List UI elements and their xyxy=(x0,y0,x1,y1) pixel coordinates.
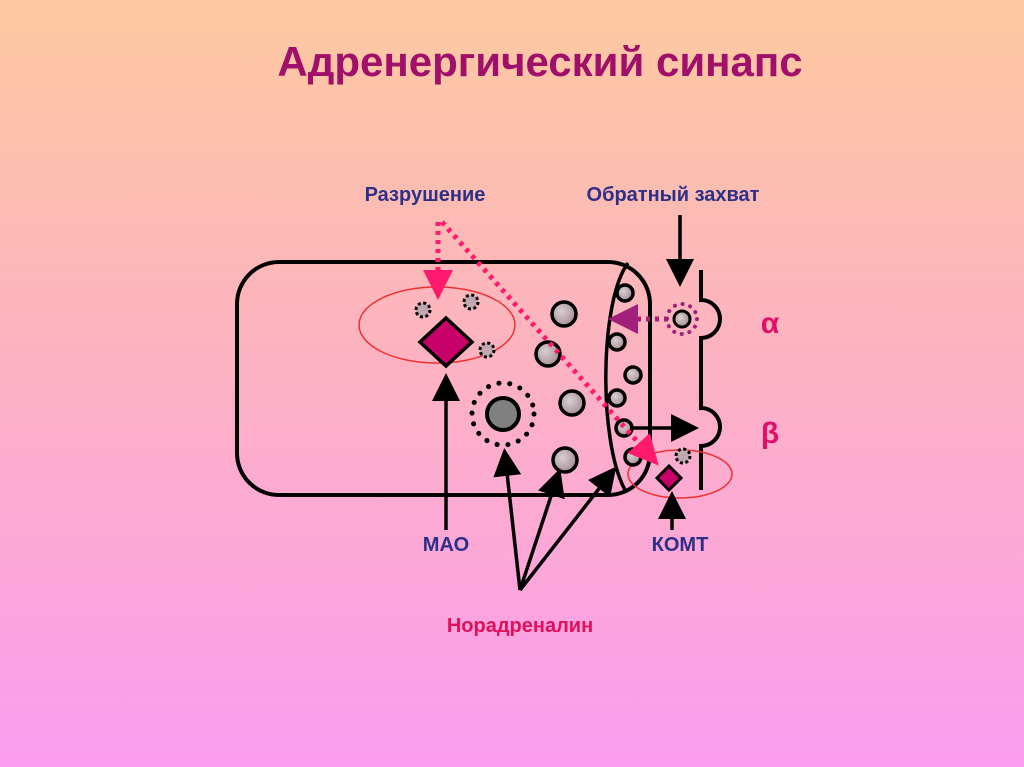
presynaptic-terminal xyxy=(235,260,652,497)
reuptake-molecule xyxy=(672,309,692,329)
label-reuptake: Обратный захват xyxy=(587,184,760,206)
noradrenaline-arrow xyxy=(518,466,617,592)
postsynaptic-membrane xyxy=(699,270,722,490)
noradrenaline-arrow xyxy=(493,448,522,591)
comt-enzyme-diamond xyxy=(654,463,684,493)
vesicle xyxy=(623,447,643,467)
page-title: Адренергический синапс xyxy=(277,38,802,85)
vesicle xyxy=(551,446,579,474)
vesicle xyxy=(558,389,586,417)
metabolite xyxy=(462,293,480,311)
metabolite xyxy=(414,301,432,319)
large-vesicle xyxy=(485,396,521,432)
vesicle xyxy=(607,388,627,408)
label-destruction: Разрушение xyxy=(365,184,486,206)
label-beta-receptor: β xyxy=(761,417,779,450)
vesicles xyxy=(534,283,643,474)
metabolites xyxy=(414,293,692,465)
vesicle xyxy=(607,332,627,352)
label-comt: КОМТ xyxy=(652,534,709,556)
noradrenaline-arrow xyxy=(518,468,565,591)
vesicle xyxy=(615,283,635,303)
label-mao: МАО xyxy=(423,534,469,556)
metabolite xyxy=(478,341,496,359)
vesicle xyxy=(550,300,578,328)
metabolite xyxy=(674,447,692,465)
vesicle xyxy=(534,340,562,368)
destruction-arrow-comt xyxy=(440,220,659,466)
label-noradrenaline: Норадреналин xyxy=(447,615,593,637)
label-alpha-receptor: α xyxy=(761,307,780,340)
mao-enzyme-diamond xyxy=(417,315,475,369)
vesicle xyxy=(623,365,643,385)
large-vesicle-dotted-ring xyxy=(469,380,537,448)
